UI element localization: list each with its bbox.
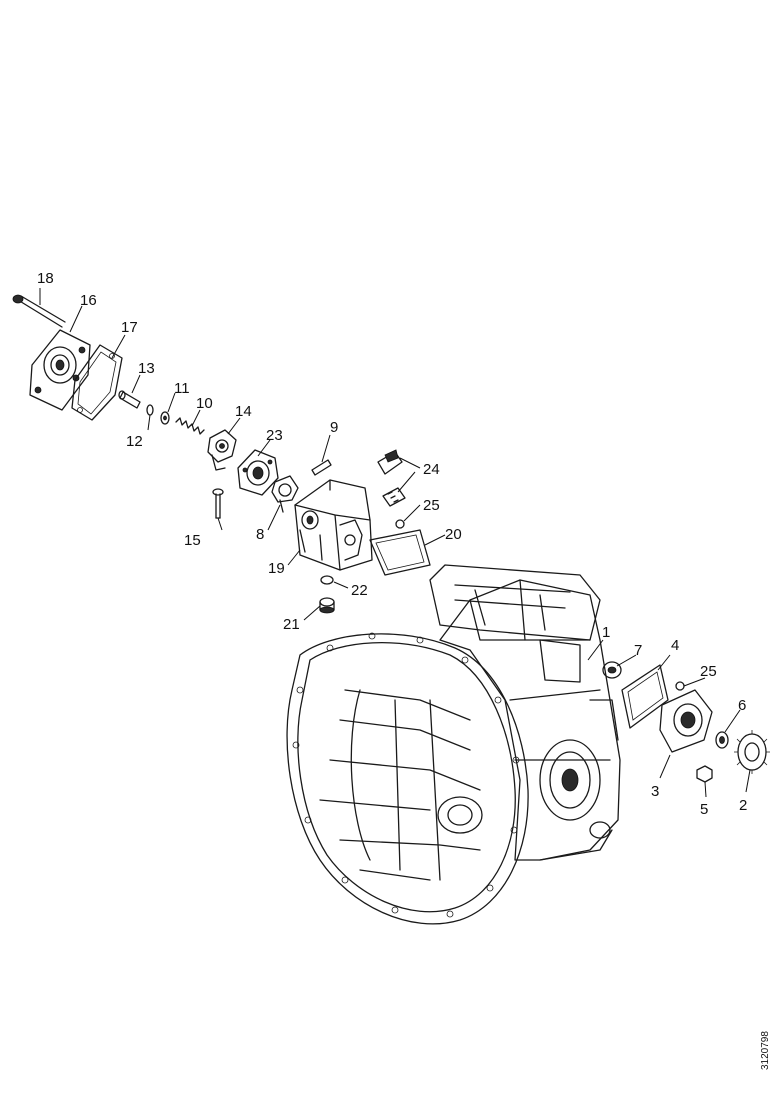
part-11-washer <box>160 411 170 425</box>
callout-labels: 18 16 17 13 11 10 12 14 23 9 24 25 20 8 … <box>37 270 747 818</box>
part-18-bolt <box>12 294 66 328</box>
callout-19: 19 <box>268 560 285 577</box>
gearbox-housing <box>286 564 621 925</box>
callout-24: 24 <box>423 461 440 478</box>
callout-2: 2 <box>739 797 747 814</box>
callout-8: 8 <box>256 526 264 543</box>
part-22-oring <box>320 575 334 585</box>
callout-17: 17 <box>121 319 138 336</box>
callout-25-lower: 25 <box>700 663 717 680</box>
part-20-gasket <box>369 529 431 576</box>
callout-13: 13 <box>138 360 155 377</box>
part-23-flange <box>237 449 279 496</box>
part-13-sleeve <box>118 390 141 409</box>
part-8-elbow <box>271 475 299 513</box>
callout-14: 14 <box>235 403 252 420</box>
callout-21: 21 <box>283 616 300 633</box>
part-19-control-housing <box>294 479 373 571</box>
part-21-cap <box>319 597 335 614</box>
leader-lines <box>39 288 751 798</box>
part-5-nut <box>696 765 713 783</box>
part-25-plug-upper <box>395 519 405 529</box>
callout-9: 9 <box>330 419 338 436</box>
part-17-gasket <box>71 344 123 421</box>
part-24-sensor-a <box>377 449 403 475</box>
callout-10: 10 <box>196 395 213 412</box>
callout-7: 7 <box>634 642 642 659</box>
callout-12: 12 <box>126 433 143 450</box>
callout-6: 6 <box>738 697 746 714</box>
part-14-valve <box>207 429 237 471</box>
drawing-id: 3120798 <box>760 1031 771 1070</box>
part-24-sensor-b <box>382 487 406 507</box>
part-15-bolt <box>212 488 224 519</box>
part-3-rear-cover <box>659 689 713 753</box>
callout-20: 20 <box>445 526 462 543</box>
part-4-gasket <box>621 664 669 729</box>
callout-22: 22 <box>351 582 368 599</box>
callout-25-upper: 25 <box>423 497 440 514</box>
part-9-pin <box>311 459 332 476</box>
part-10-spring <box>175 417 205 435</box>
callout-5: 5 <box>700 801 708 818</box>
part-25-plug-lower <box>675 681 685 691</box>
part-6-seal <box>715 731 729 749</box>
callout-1: 1 <box>602 624 610 641</box>
part-7-plug <box>602 661 622 679</box>
callout-15: 15 <box>184 532 201 549</box>
part-2-flange <box>734 730 770 774</box>
callout-11: 11 <box>174 380 190 397</box>
callout-16: 16 <box>80 292 97 309</box>
part-16-cover <box>29 329 91 411</box>
callout-3: 3 <box>651 783 659 800</box>
callout-4: 4 <box>671 637 679 654</box>
part-12-circlip <box>146 404 154 416</box>
callout-23: 23 <box>266 427 283 444</box>
callout-18: 18 <box>37 270 54 287</box>
